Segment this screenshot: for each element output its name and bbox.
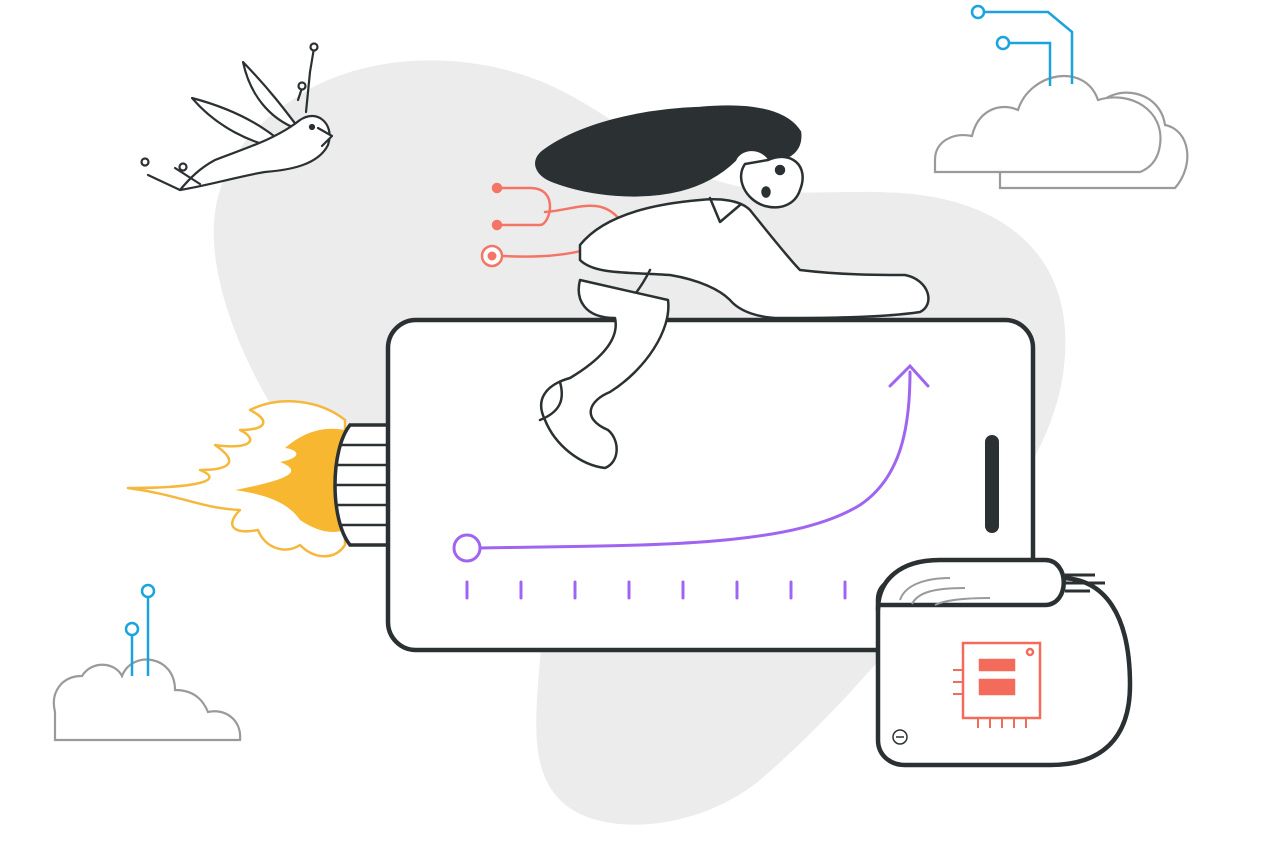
- phone-side-button: [985, 435, 999, 533]
- circuit-icon: [124, 583, 156, 676]
- person-figure: [535, 105, 930, 470]
- person-hair: [535, 105, 802, 197]
- rocket-flame-icon: [126, 400, 347, 558]
- cloud-icon: [52, 658, 242, 742]
- person-leg: [539, 278, 670, 470]
- bird-icon: [140, 42, 334, 192]
- progress-line: [478, 370, 912, 550]
- person-torso: [578, 198, 930, 320]
- device-roll: [875, 557, 1066, 611]
- chip-icon: [953, 641, 1042, 728]
- person-face: [739, 155, 804, 209]
- progress-chart: [452, 363, 930, 600]
- circuit-icon: [970, 4, 1074, 86]
- progress-ticks: [465, 580, 847, 600]
- rocket-nozzle: [333, 423, 390, 547]
- progress-start-point: [452, 533, 482, 563]
- arrow-up-icon: [888, 363, 930, 388]
- cloud-icon: [933, 74, 1162, 174]
- device-bundle: [875, 557, 1133, 768]
